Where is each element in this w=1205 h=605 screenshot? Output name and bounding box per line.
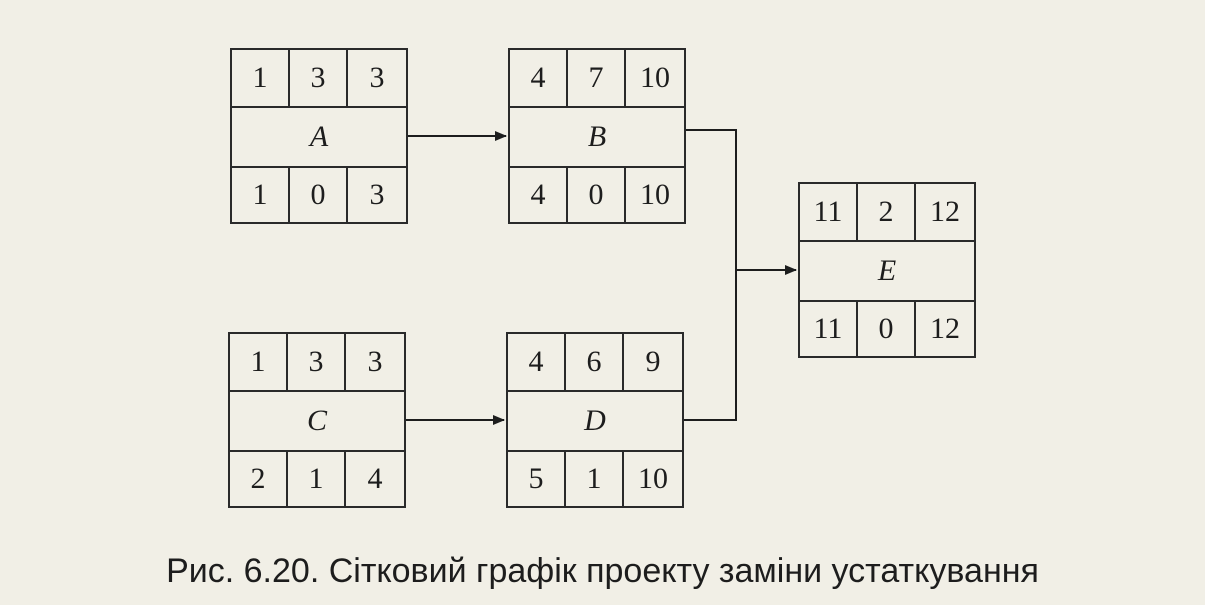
node-e-bottom-row: 11 0 12 [800, 300, 974, 356]
node-a-bottom-row: 1 0 3 [232, 166, 406, 222]
node-e-bottom-cell: 12 [930, 312, 960, 345]
node-e-top-row: 11 2 12 [800, 184, 974, 242]
node-d-top-cell: 6 [566, 334, 624, 390]
node-c-bottom-cell: 2 [230, 452, 288, 506]
node-a-label: A [309, 120, 329, 153]
edge-d-e [684, 270, 737, 421]
node-c-top-cell: 3 [288, 334, 346, 390]
node-b-top-row: 4 7 10 [510, 50, 684, 108]
node-d: 4 6 9 D 5 1 10 [506, 332, 684, 508]
edge-b-e [686, 129, 737, 270]
node-d-bottom-row: 5 1 10 [508, 450, 682, 506]
node-e-top-cell: 12 [930, 195, 960, 228]
node-e-label: E [877, 254, 897, 287]
node-b-bottom-cell: 4 [510, 168, 568, 222]
node-b-label: B [587, 120, 607, 153]
node-a: 1 3 3 A 1 0 3 [230, 48, 408, 224]
node-e-bottom-cell: 11 [800, 302, 858, 356]
node-c-bottom-cell: 4 [367, 462, 383, 495]
node-a-bottom-cell: 3 [369, 178, 385, 211]
node-b-bottom-row: 4 0 10 [510, 166, 684, 222]
node-a-bottom-cell: 1 [232, 168, 290, 222]
node-b-top-cell: 10 [640, 61, 670, 94]
node-e: 11 2 12 E 11 0 12 [798, 182, 976, 358]
node-b-top-cell: 4 [510, 50, 568, 106]
node-c-label: C [306, 404, 327, 437]
node-c-bottom-row: 2 1 4 [230, 450, 404, 506]
node-a-top-cell: 3 [369, 61, 385, 94]
node-d-bottom-cell: 10 [638, 462, 668, 495]
node-d-top-row: 4 6 9 [508, 334, 682, 392]
node-c-bottom-cell: 1 [288, 452, 346, 506]
node-d-top-cell: 4 [508, 334, 566, 390]
node-b-bottom-cell: 0 [568, 168, 626, 222]
node-d-bottom-cell: 1 [566, 452, 624, 506]
node-b-top-cell: 7 [568, 50, 626, 106]
node-a-top-row: 1 3 3 [232, 50, 406, 108]
node-c-top-row: 1 3 3 [230, 334, 404, 392]
figure-caption: Рис. 6.20. Сітковий графік проекту замін… [166, 552, 1039, 590]
node-e-bottom-cell: 0 [858, 302, 916, 356]
node-e-top-cell: 2 [858, 184, 916, 240]
node-c-top-cell: 1 [230, 334, 288, 390]
node-d-top-cell: 9 [645, 345, 661, 378]
node-d-label: D [584, 404, 606, 437]
node-a-top-cell: 3 [290, 50, 348, 106]
node-a-top-cell: 1 [232, 50, 290, 106]
node-c: 1 3 3 C 2 1 4 [228, 332, 406, 508]
node-a-bottom-cell: 0 [290, 168, 348, 222]
node-b: 4 7 10 B 4 0 10 [508, 48, 686, 224]
node-d-bottom-cell: 5 [508, 452, 566, 506]
node-e-top-cell: 11 [800, 184, 858, 240]
node-b-bottom-cell: 10 [640, 178, 670, 211]
node-c-top-cell: 3 [367, 345, 383, 378]
